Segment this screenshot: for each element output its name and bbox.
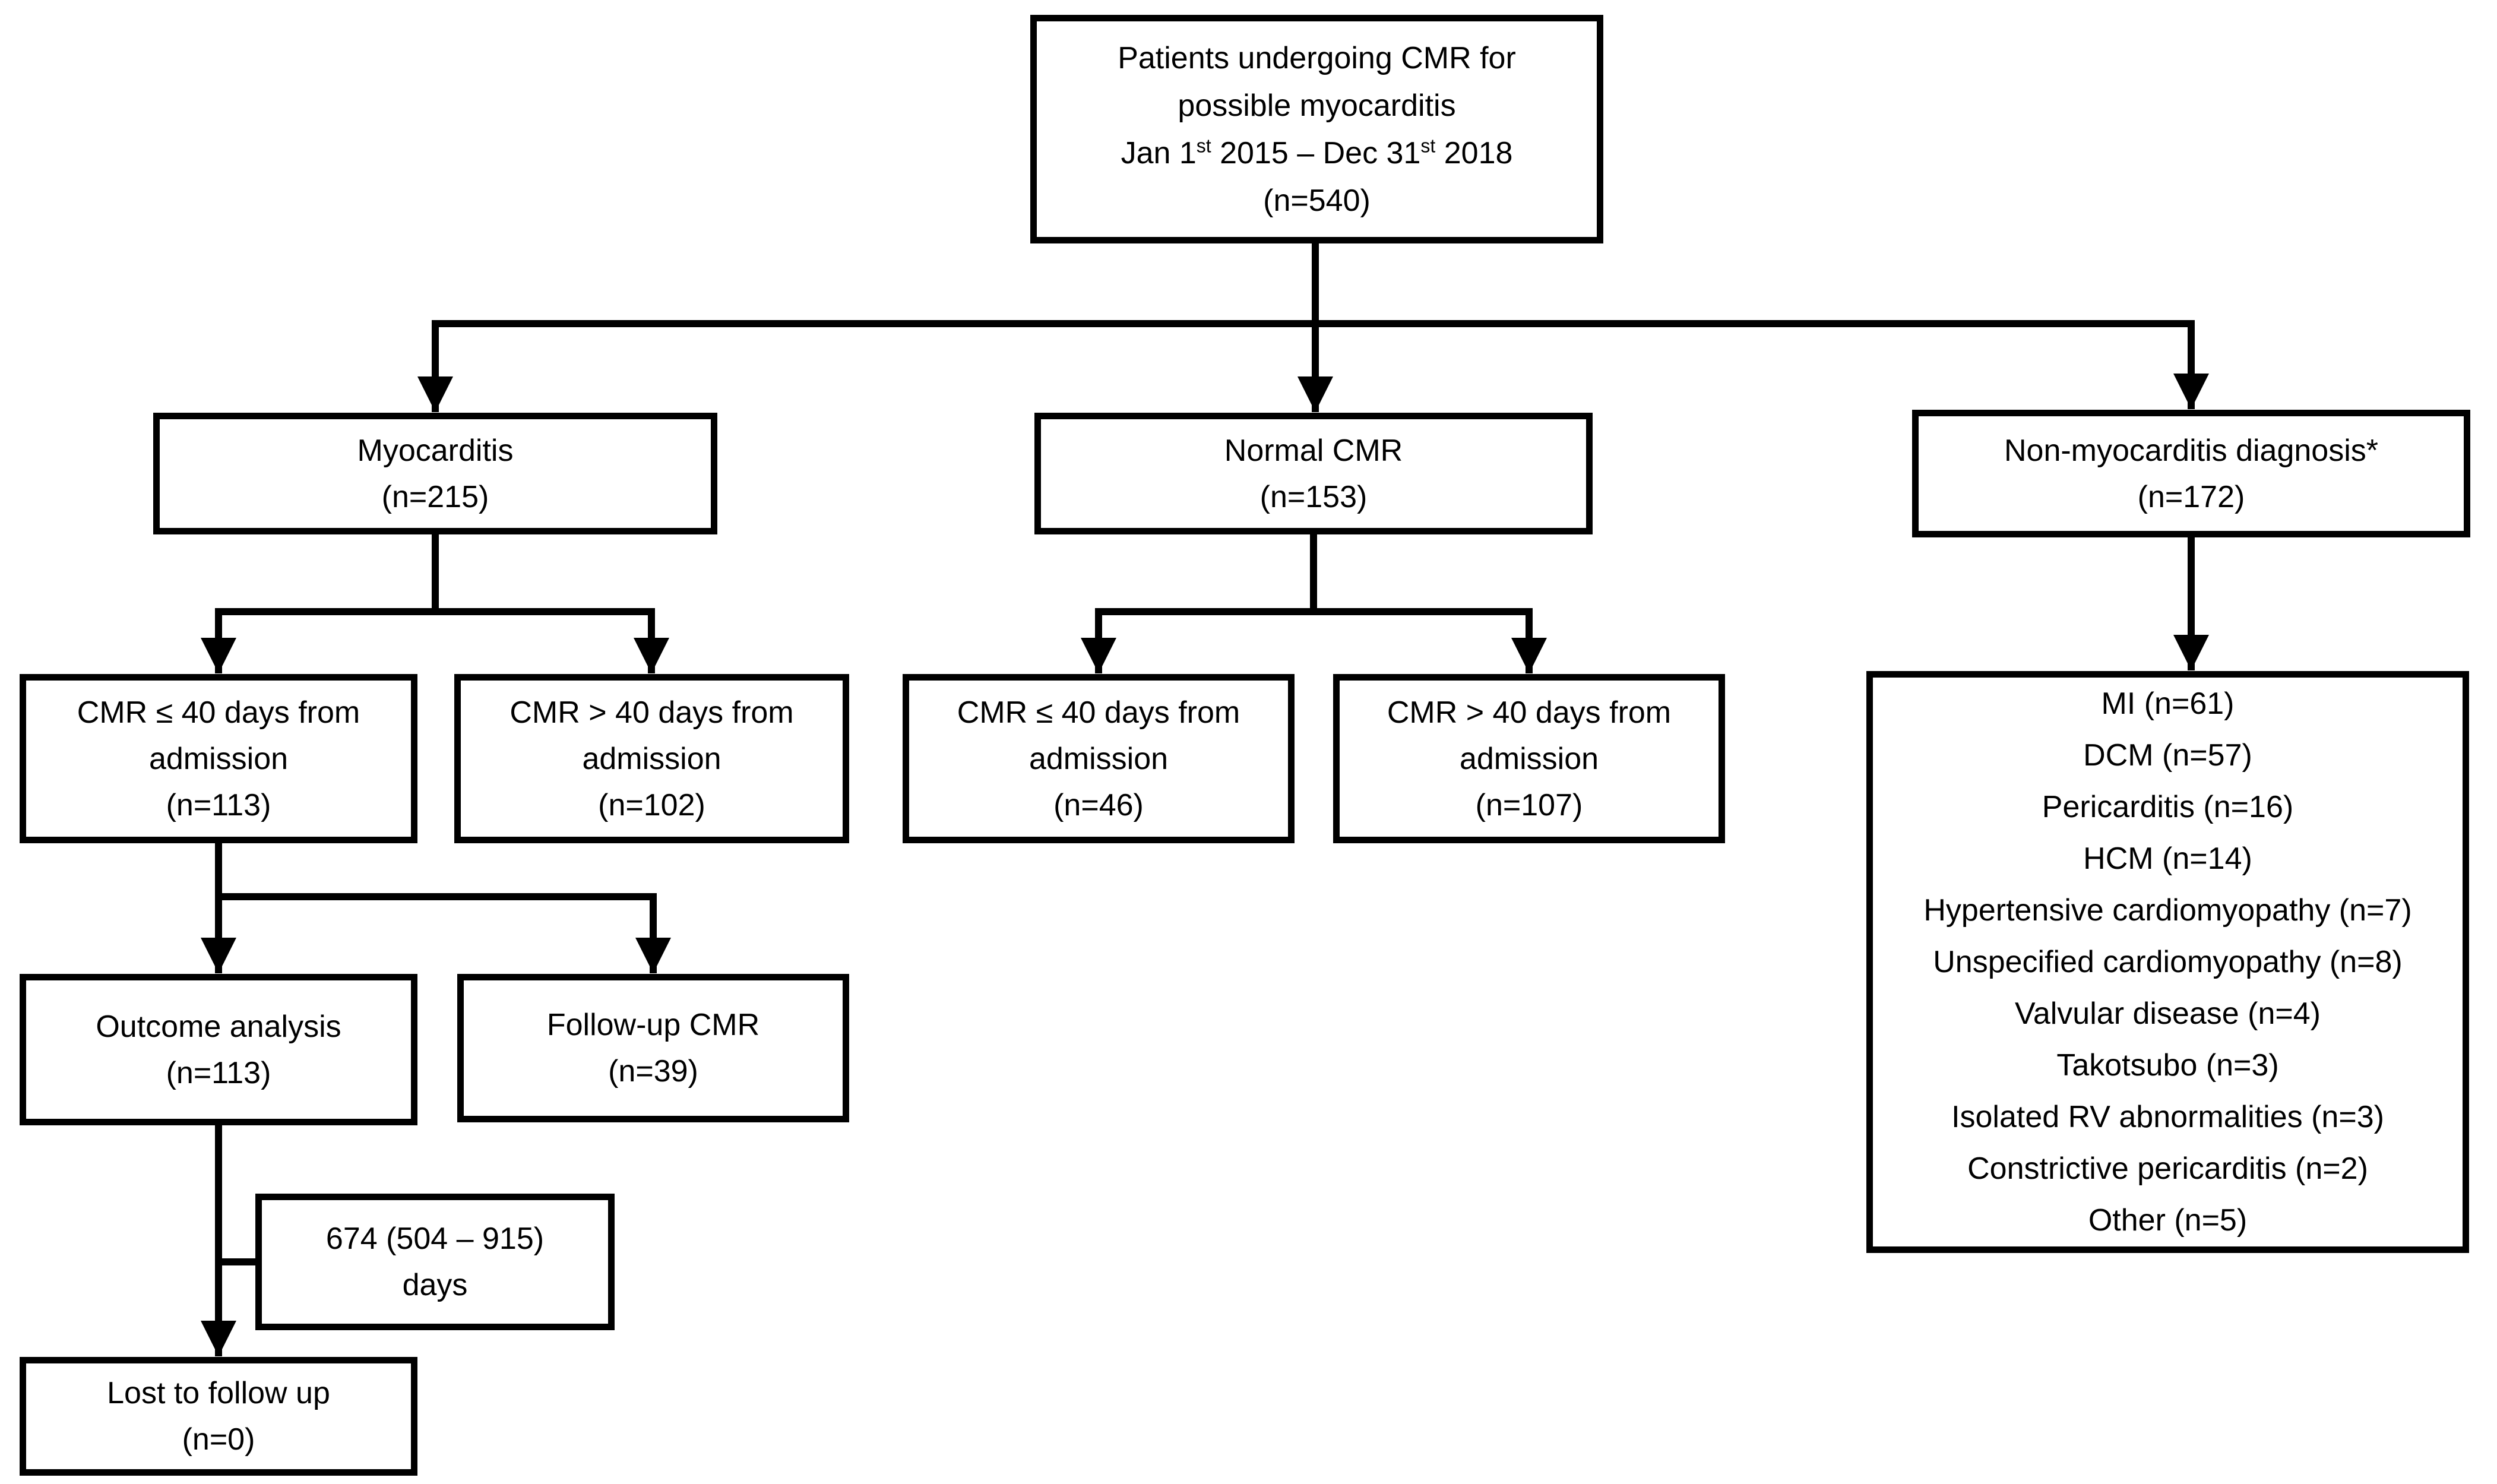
diagnosis-item: Unspecified cardiomyopathy (n=8) xyxy=(1933,944,2403,979)
node-myocarditis: Myocarditis (n=215) xyxy=(153,413,717,534)
node-text-line: possible myocarditis xyxy=(1178,88,1456,123)
node-text-line: CMR ≤ 40 days from xyxy=(957,695,1240,730)
ordinal-suffix: st xyxy=(1420,135,1436,157)
node-count: (n=172) xyxy=(2137,479,2245,514)
node-lost-to-followup: Lost to follow up (n=0) xyxy=(20,1357,417,1476)
node-text-line: Outcome analysis xyxy=(96,1009,341,1044)
node-diagnosis-list: MI (n=61) DCM (n=57) Pericarditis (n=16)… xyxy=(1866,671,2469,1253)
node-count: (n=540) xyxy=(1263,183,1371,218)
node-date-line: Jan 1st 2015 – Dec 31st 2018 xyxy=(1121,135,1513,170)
diagnosis-item: Hypertensive cardiomyopathy (n=7) xyxy=(1923,893,2412,928)
node-text-line: Patients undergoing CMR for xyxy=(1118,40,1516,75)
node-followup-duration: 674 (504 – 915) days xyxy=(255,1194,615,1330)
node-myo-early-cmr: CMR ≤ 40 days from admission (n=113) xyxy=(20,674,417,843)
diagnosis-item: Valvular disease (n=4) xyxy=(2015,996,2321,1031)
node-text-line: CMR > 40 days from xyxy=(509,695,794,730)
diagnosis-item: Takotsubo (n=3) xyxy=(2056,1048,2279,1083)
node-text-line: admission xyxy=(1459,741,1599,776)
node-count: (n=215) xyxy=(381,479,489,514)
diagnosis-item: Isolated RV abnormalities (n=3) xyxy=(1951,1099,2384,1134)
node-count: (n=113) xyxy=(166,787,271,822)
node-text-line: Normal CMR xyxy=(1224,433,1403,468)
node-count: (n=102) xyxy=(598,787,705,822)
node-normal-late-cmr: CMR > 40 days from admission (n=107) xyxy=(1333,674,1725,843)
node-count: (n=107) xyxy=(1475,787,1583,822)
node-text-line: Follow-up CMR xyxy=(546,1008,760,1042)
diagnosis-item: HCM (n=14) xyxy=(2083,841,2252,876)
node-count: (n=39) xyxy=(608,1054,698,1089)
node-text-line: admission xyxy=(1028,741,1169,776)
node-text-line: admission xyxy=(582,741,721,776)
diagnosis-item: Other (n=5) xyxy=(2088,1203,2248,1238)
node-text-line: Myocarditis xyxy=(357,433,514,468)
diagnosis-item: Pericarditis (n=16) xyxy=(2042,789,2294,824)
node-followup-cmr: Follow-up CMR (n=39) xyxy=(457,974,849,1122)
node-text-line: days xyxy=(402,1268,468,1302)
diagnosis-item: DCM (n=57) xyxy=(2083,738,2252,773)
node-myo-late-cmr: CMR > 40 days from admission (n=102) xyxy=(454,674,849,843)
node-count: (n=0) xyxy=(182,1422,255,1457)
node-text-line: CMR ≤ 40 days from xyxy=(77,695,360,730)
node-normal-cmr: Normal CMR (n=153) xyxy=(1034,413,1593,534)
node-patients-cmr: Patients undergoing CMR for possible myo… xyxy=(1030,15,1603,243)
node-text-line: Lost to follow up xyxy=(107,1376,330,1410)
node-outcome-analysis: Outcome analysis (n=113) xyxy=(20,974,417,1125)
node-count: (n=113) xyxy=(166,1055,271,1090)
node-text-line: CMR > 40 days from xyxy=(1387,695,1672,730)
diagnosis-item: Constrictive pericarditis (n=2) xyxy=(1967,1151,2368,1186)
ordinal-suffix: st xyxy=(1196,135,1211,157)
node-non-myocarditis: Non-myocarditis diagnosis* (n=172) xyxy=(1912,410,2470,537)
node-text-line: 674 (504 – 915) xyxy=(325,1222,545,1256)
node-text-line: admission xyxy=(148,741,289,776)
node-count: (n=153) xyxy=(1259,479,1368,514)
node-normal-early-cmr: CMR ≤ 40 days from admission (n=46) xyxy=(903,674,1295,843)
node-count: (n=46) xyxy=(1053,787,1144,822)
diagnosis-item: MI (n=61) xyxy=(2101,686,2235,721)
node-text-line: Non-myocarditis diagnosis* xyxy=(2004,433,2379,468)
